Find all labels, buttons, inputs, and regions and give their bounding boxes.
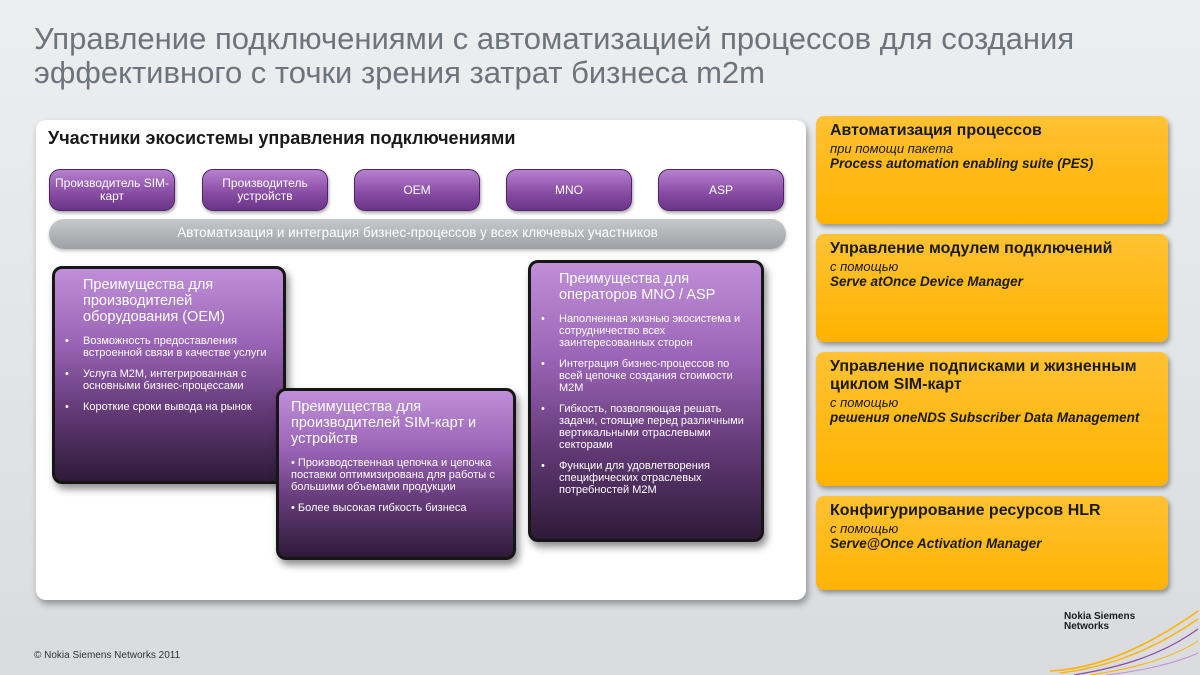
side-box-subtitle: с помощью bbox=[830, 395, 899, 410]
list-item: Короткие сроки вывода на рынок bbox=[65, 401, 273, 413]
list-item: • Производственная цепочка и цепочка пос… bbox=[291, 457, 495, 493]
logo-line2: Networks bbox=[1064, 621, 1110, 632]
side-box-subtitle: при помощи пакета bbox=[830, 141, 954, 156]
slide-title: Управление подключениями с автоматизацие… bbox=[34, 22, 1174, 90]
list-item: Функции для удовлетворения специфических… bbox=[541, 460, 751, 496]
panel-title: Участники экосистемы управления подключе… bbox=[48, 128, 516, 148]
side-box-device-management: Управление модулем подключений с помощью… bbox=[816, 234, 1168, 342]
list-item: Интеграция бизнес-процессов по всей цепо… bbox=[541, 358, 751, 394]
pill-sim-manufacturer: Производитель SIM-карт bbox=[49, 169, 175, 211]
card-mno-asp-benefits: Преимущества для операторов MNO / ASP На… bbox=[528, 260, 764, 542]
ecosystem-panel: Участники экосистемы управления подключе… bbox=[36, 120, 806, 600]
side-box-title: Управление подписками и жизненным циклом… bbox=[830, 358, 1137, 393]
logo-line1: Nokia Siemens bbox=[1064, 611, 1136, 622]
card-oem-list: Возможность предоставления встроенной св… bbox=[65, 335, 273, 413]
copyright-text: © Nokia Siemens Networks 2011 bbox=[34, 650, 181, 661]
pill-mno: MNO bbox=[506, 169, 632, 211]
side-box-product: Serve atOnce Device Manager bbox=[830, 274, 1023, 289]
slide-title-line2: эффективного с точки зрения затрат бизне… bbox=[34, 55, 765, 90]
side-box-product: Serve@Once Activation Manager bbox=[830, 536, 1042, 551]
side-box-title: Конфигурирование ресурсов HLR bbox=[830, 502, 1101, 519]
card-oem-title: Преимущества для производителей оборудов… bbox=[83, 277, 225, 325]
pill-asp: ASP bbox=[658, 169, 784, 211]
card-sim-title: Преимущества для производителей SIM-карт… bbox=[291, 399, 477, 447]
side-box-title: Управление модулем подключений bbox=[830, 240, 1113, 257]
side-box-title: Автоматизация процессов bbox=[830, 122, 1042, 139]
card-mno-title: Преимущества для операторов MNO / ASP bbox=[559, 271, 716, 303]
side-box-hlr-configuration: Конфигурирование ресурсов HLR с помощью … bbox=[816, 496, 1168, 590]
side-box-product: решения oneNDS Subscriber Data Managemen… bbox=[830, 410, 1140, 425]
side-box-subscription-management: Управление подписками и жизненным циклом… bbox=[816, 352, 1168, 486]
side-box-subtitle: с помощью bbox=[830, 259, 899, 274]
list-item: Возможность предоставления встроенной св… bbox=[65, 335, 273, 359]
side-box-product: Process automation enabling suite (PES) bbox=[830, 156, 1094, 171]
pill-device-manufacturer: Производитель устройств bbox=[202, 169, 328, 211]
pill-oem: OEM bbox=[354, 169, 480, 211]
list-item: Наполненная жизнью экосистема и сотрудни… bbox=[541, 313, 751, 349]
nokia-siemens-networks-logo bbox=[1049, 610, 1199, 675]
list-item: Гибкость, позволяющая решать задачи, сто… bbox=[541, 403, 751, 451]
card-mno-list: Наполненная жизнью экосистема и сотрудни… bbox=[541, 313, 751, 496]
card-oem-benefits: Преимущества для производителей оборудов… bbox=[52, 266, 286, 484]
side-box-subtitle: с помощью bbox=[830, 521, 899, 536]
card-sim-list: • Производственная цепочка и цепочка пос… bbox=[291, 457, 503, 514]
card-sim-device-benefits: Преимущества для производителей SIM-карт… bbox=[276, 388, 516, 560]
list-item: • Более высокая гибкость бизнеса bbox=[291, 502, 467, 514]
integration-bar: Автоматизация и интеграция бизнес-процес… bbox=[49, 219, 786, 249]
side-box-process-automation: Автоматизация процессов при помощи пакет… bbox=[816, 116, 1168, 224]
list-item: Услуга M2M, интегрированная с основными … bbox=[65, 368, 273, 392]
slide-title-line1: Управление подключениями с автоматизацие… bbox=[34, 21, 1075, 56]
logo-text: Nokia Siemens Networks bbox=[1064, 612, 1135, 632]
